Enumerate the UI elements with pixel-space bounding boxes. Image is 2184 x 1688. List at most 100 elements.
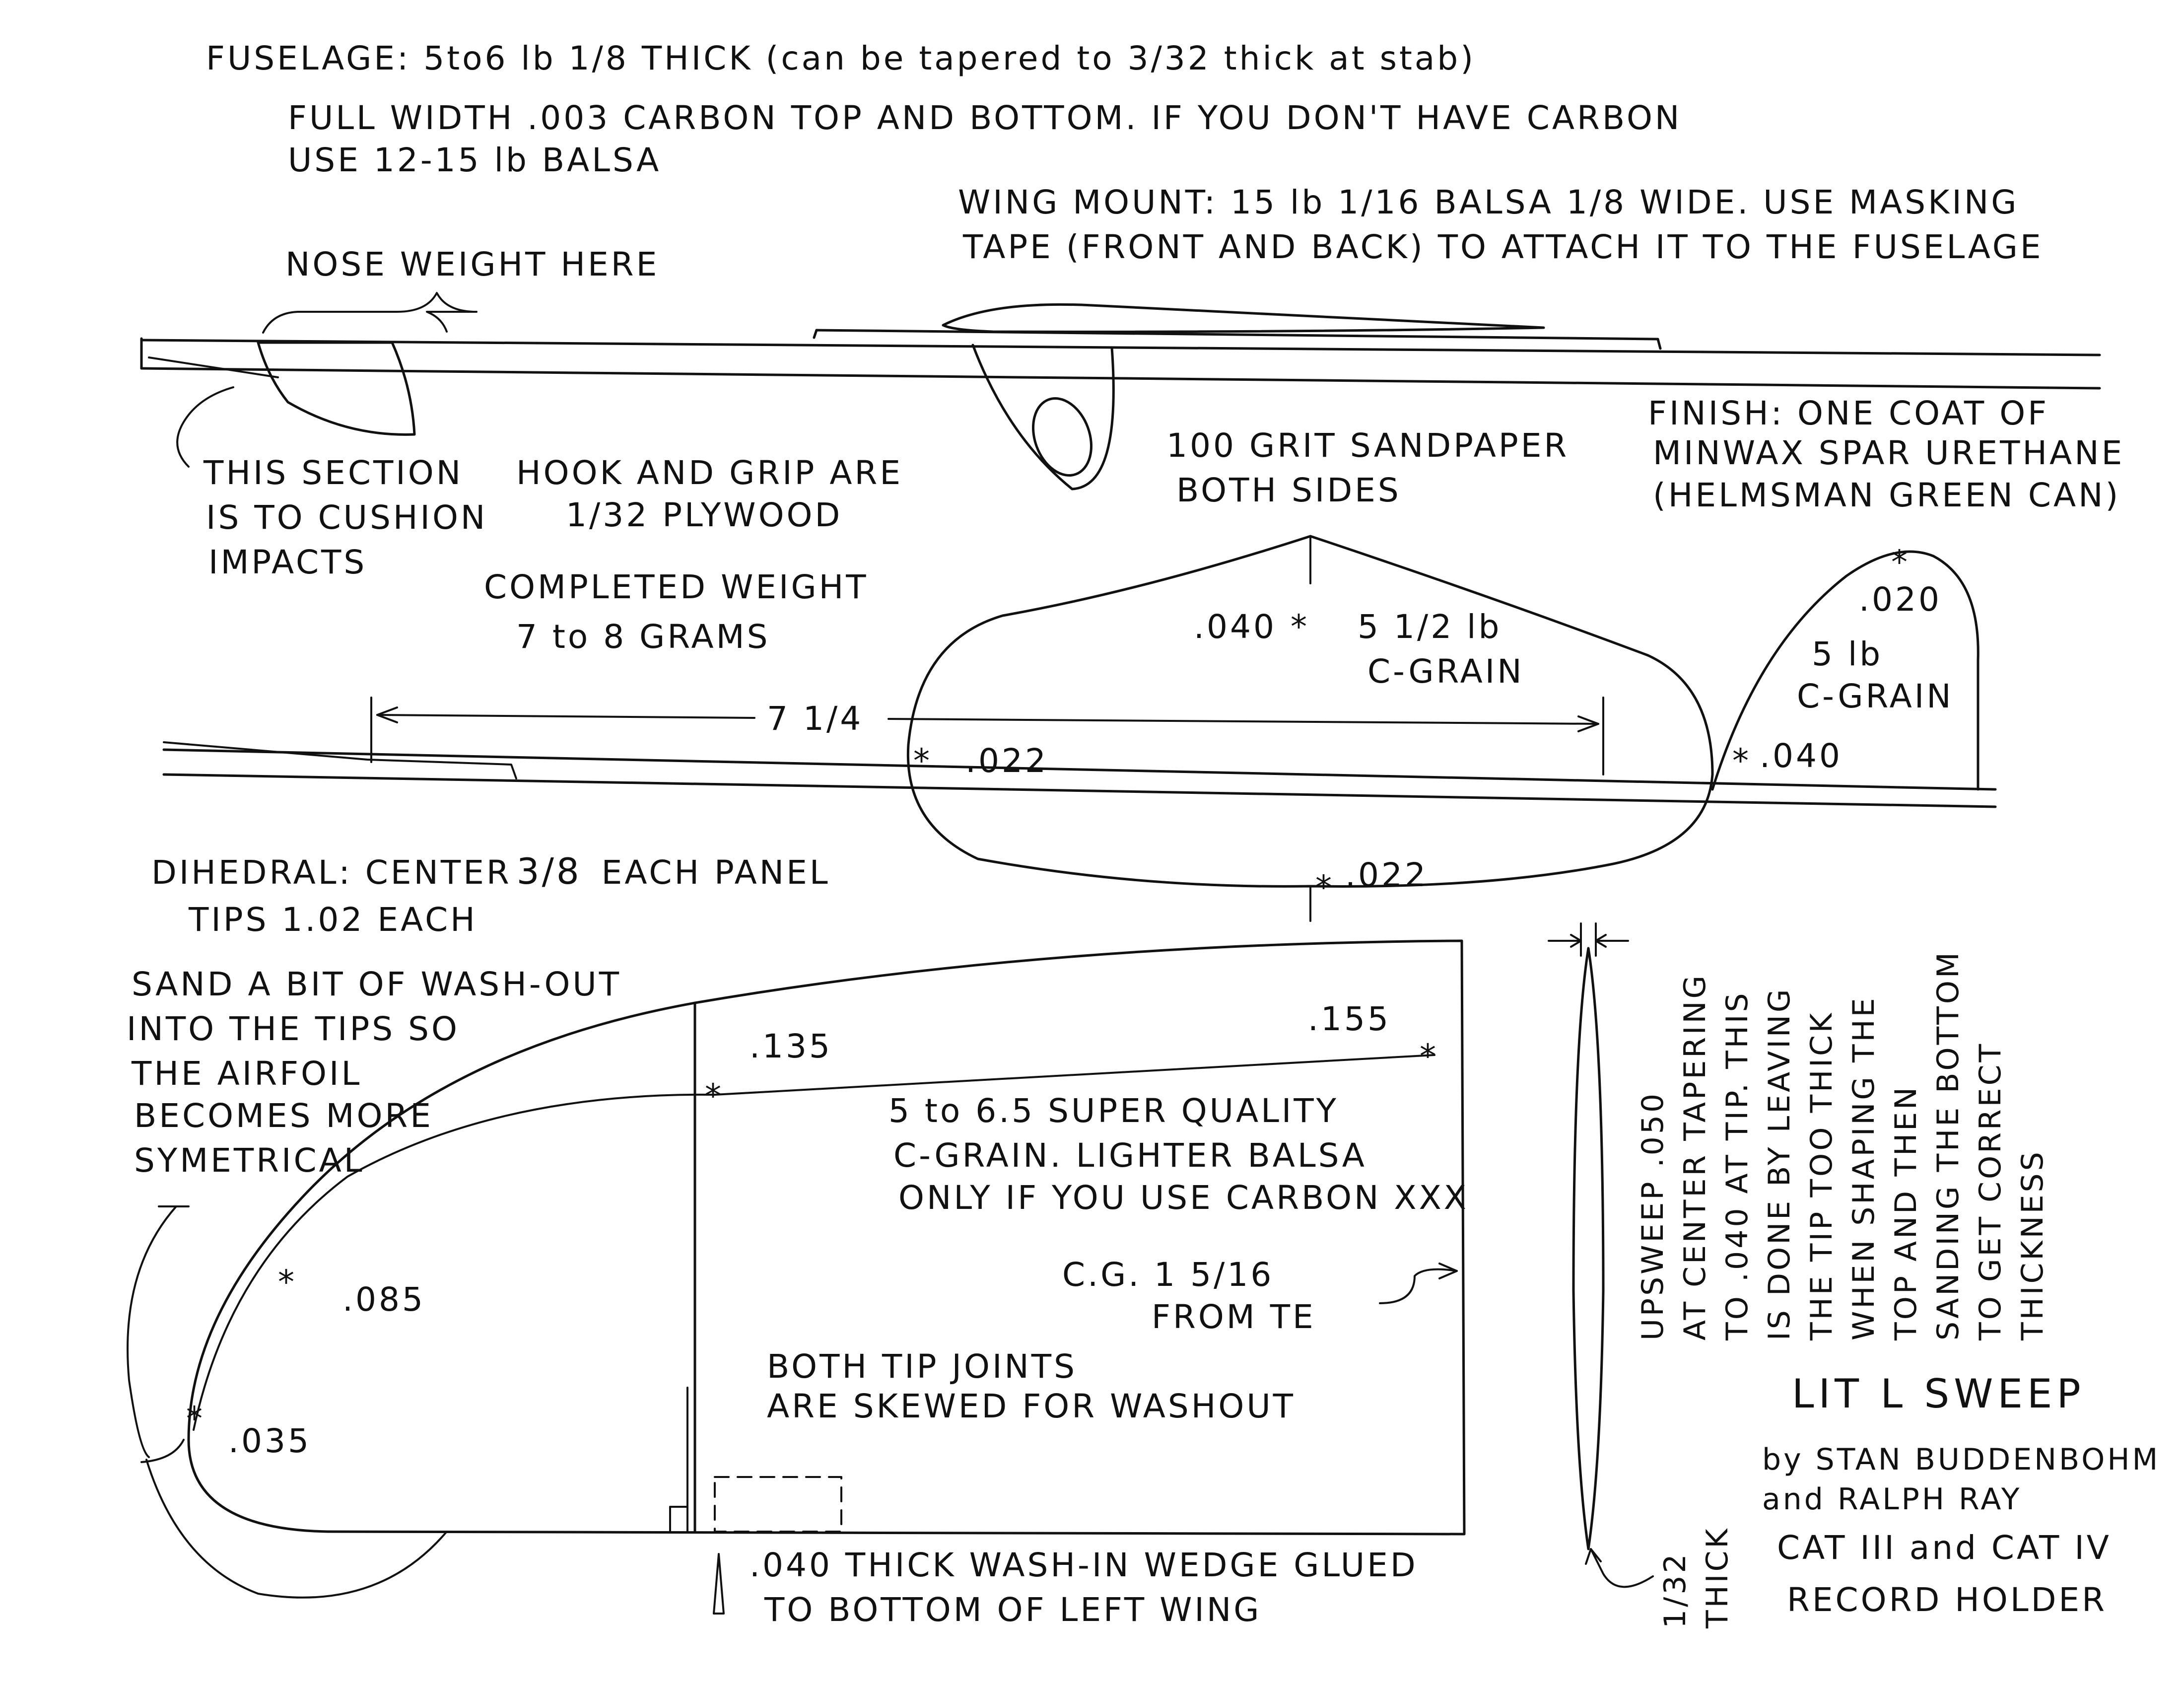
wing-balsa-line-3: ONLY IF YOU USE CARBON XXX — [898, 1179, 1469, 1217]
fin-top-star: * — [1891, 543, 1910, 581]
stab-weight: 5 1/2 lb — [1358, 608, 1502, 646]
credits-and: and RALPH RAY — [1762, 1482, 2022, 1517]
wedge-sketch — [713, 1553, 725, 1615]
dihedral-center-label: DIHEDRAL: CENTER — [151, 853, 512, 892]
section-note-line-9: TO GET CORRECT — [1973, 1042, 2008, 1341]
section-dim-arrows — [1548, 934, 1629, 948]
wing-thickness-tip-mid: .085 — [342, 1280, 425, 1319]
wedge-note-line-1: .040 THICK WASH-IN WEDGE GLUED — [750, 1546, 1418, 1584]
tail-group — [162, 535, 1997, 922]
fin-thickness-top: .020 — [1859, 580, 1942, 619]
fin-grain: C-GRAIN — [1797, 677, 1954, 715]
section-note: UPSWEEP .050 AT CENTER TAPERING TO .040 … — [1636, 950, 2050, 1341]
wing-joint-star: * — [705, 1077, 724, 1115]
moment-arm-arrow-left — [376, 706, 398, 723]
tip-joints-line-2: ARE SKEWED FOR WASHOUT — [767, 1387, 1296, 1425]
fin-bottom-star: * — [1732, 742, 1751, 780]
max-thickness-line — [193, 1054, 1435, 1431]
washout-note-line-1: SAND A BIT OF WASH-OUT — [132, 965, 621, 1003]
wing-root-star: * — [1420, 1037, 1438, 1075]
hook-note-line-1: HOOK AND GRIP ARE — [516, 454, 903, 492]
wing-balsa-line-2: C-GRAIN. LIGHTER BALSA — [893, 1136, 1367, 1175]
section-note-line-1: UPSWEEP .050 — [1636, 1091, 1670, 1340]
stabilizer-outline — [906, 535, 1714, 888]
wedge-note-line-2: TO BOTTOM OF LEFT WING — [764, 1591, 1261, 1629]
section-thick-arrow — [1585, 1548, 1654, 1588]
washout-note-line-5: SYMETRICAL — [134, 1141, 365, 1180]
cushion-note-line-2: IS TO CUSHION — [206, 498, 487, 537]
wash-in-wedge — [714, 1476, 842, 1533]
cg-arrow — [1379, 1268, 1458, 1304]
fin-outline — [1711, 550, 1979, 791]
cushion-note-line-3: IMPACTS — [208, 543, 367, 581]
wing-thickness-tip: .035 — [228, 1422, 311, 1460]
hook-note-line-2: 1/32 PLYWOOD — [566, 496, 842, 534]
wing-mount-note-line-1: WING MOUNT: 15 lb 1/16 BALSA 1/8 WIDE. U… — [958, 183, 2019, 221]
moment-arm-arrow-right — [1577, 715, 1599, 732]
cushion-arrow-upper — [148, 356, 279, 378]
stab-thickness-center: .040 — [1194, 608, 1277, 646]
washout-arrow-upper — [127, 1205, 190, 1458]
section-note-line-4: IS DONE BY LEAVING — [1762, 987, 1797, 1340]
moment-arm-label: 7 1/4 — [767, 700, 863, 738]
fuselage-side-view — [140, 292, 2101, 491]
finish-note-line-1: FINISH: ONE COAT OF — [1648, 394, 2049, 432]
cg-note-line-1: C.G. 1 5/16 — [1062, 1256, 1274, 1294]
section-note-line-10: THICKNESS — [2015, 1149, 2050, 1341]
section-note-line-2: AT CENTER TAPERING — [1678, 973, 1712, 1340]
washout-note-line-2: INTO THE TIPS SO — [127, 1010, 460, 1048]
fuselage-top-line — [140, 339, 2101, 356]
cushion-note-line-1: THIS SECTION — [203, 454, 463, 492]
plan-title: LIT L SWEEP — [1792, 1371, 2085, 1417]
credits-category: CAT III and CAT IV — [1777, 1529, 2112, 1567]
dihedral-center-value: 3/8 — [517, 850, 582, 892]
nose-weight-label: NOSE WEIGHT HERE — [285, 245, 659, 283]
wing-mount-strip — [813, 329, 1662, 350]
moment-arm-line-left — [376, 714, 755, 719]
credits-record: RECORD HOLDER — [1787, 1581, 2107, 1619]
washout-note-line-4: BECOMES MORE — [134, 1097, 433, 1135]
stab-le-star: * — [913, 742, 932, 780]
wing-section-view — [1548, 922, 1654, 1588]
washout-arrow-tip — [140, 1439, 185, 1463]
hook-grip-plate — [257, 341, 416, 436]
sandpaper-note-line-2: BOTH SIDES — [1176, 471, 1401, 509]
tail-boom-top — [162, 748, 1997, 791]
moment-arm-line-right — [887, 718, 1599, 725]
credits-by: by STAN BUDDENBOHM — [1762, 1442, 2160, 1477]
dihedral-each-panel: EACH PANEL — [602, 853, 830, 892]
section-thick-word: THICK — [1700, 1526, 1735, 1629]
wing-tip-star: * — [186, 1400, 205, 1438]
stab-thickness-tail: .022 — [1345, 856, 1428, 894]
fin-weight: 5 lb — [1812, 635, 1883, 673]
wing-outline — [187, 939, 1466, 1536]
section-note-line-8: SANDING THE BOTTOM — [1931, 950, 1966, 1340]
stab-thickness-le: .022 — [965, 742, 1048, 780]
fuselage-note-line-3: USE 12-15 lb BALSA — [288, 141, 661, 179]
dihedral-line-2: TIPS 1.02 EACH — [188, 901, 478, 939]
section-note-line-3: TO .040 AT TIP. THIS — [1720, 990, 1755, 1341]
section-thickness-label: 1/32 THICK — [1658, 1526, 1735, 1629]
sandpaper-note-line-1: 100 GRIT SANDPAPER — [1166, 426, 1569, 465]
completed-weight-line-2: 7 to 8 GRAMS — [516, 618, 770, 656]
wing-root-airfoil — [942, 303, 1545, 333]
finish-note-line-3: (HELMSMAN GREEN CAN) — [1653, 476, 2120, 514]
wing-thickness-joint: .135 — [750, 1027, 832, 1065]
section-thick-value: 1/32 — [1658, 1551, 1693, 1628]
washout-arrow-lower — [145, 1459, 448, 1599]
wing-tip-mid-star: * — [278, 1263, 297, 1301]
fuselage-bottom-line — [140, 367, 2101, 390]
section-note-line-7: TOP AND THEN — [1889, 1085, 1923, 1341]
wedge-small-mark — [669, 1506, 688, 1533]
section-note-line-6: WHEN SHAPING THE — [1846, 995, 1881, 1340]
fuselage-note-line-1: FUSELAGE: 5to6 lb 1/8 THICK (can be tape… — [206, 39, 1476, 77]
wing-balsa-line-1: 5 to 6.5 SUPER QUALITY — [888, 1092, 1339, 1130]
tip-joints-line-1: BOTH TIP JOINTS — [767, 1347, 1077, 1386]
wing-mount-note-line-2: TAPE (FRONT AND BACK) TO ATTACH IT TO TH… — [962, 228, 2044, 266]
wing-thickness-root: .155 — [1308, 1000, 1391, 1038]
fin-thickness-bottom: .040 — [1760, 737, 1843, 775]
stab-tail-star: * — [1315, 868, 1334, 907]
wing-planform — [127, 939, 1466, 1615]
stab-center-star: * — [1291, 608, 1309, 646]
